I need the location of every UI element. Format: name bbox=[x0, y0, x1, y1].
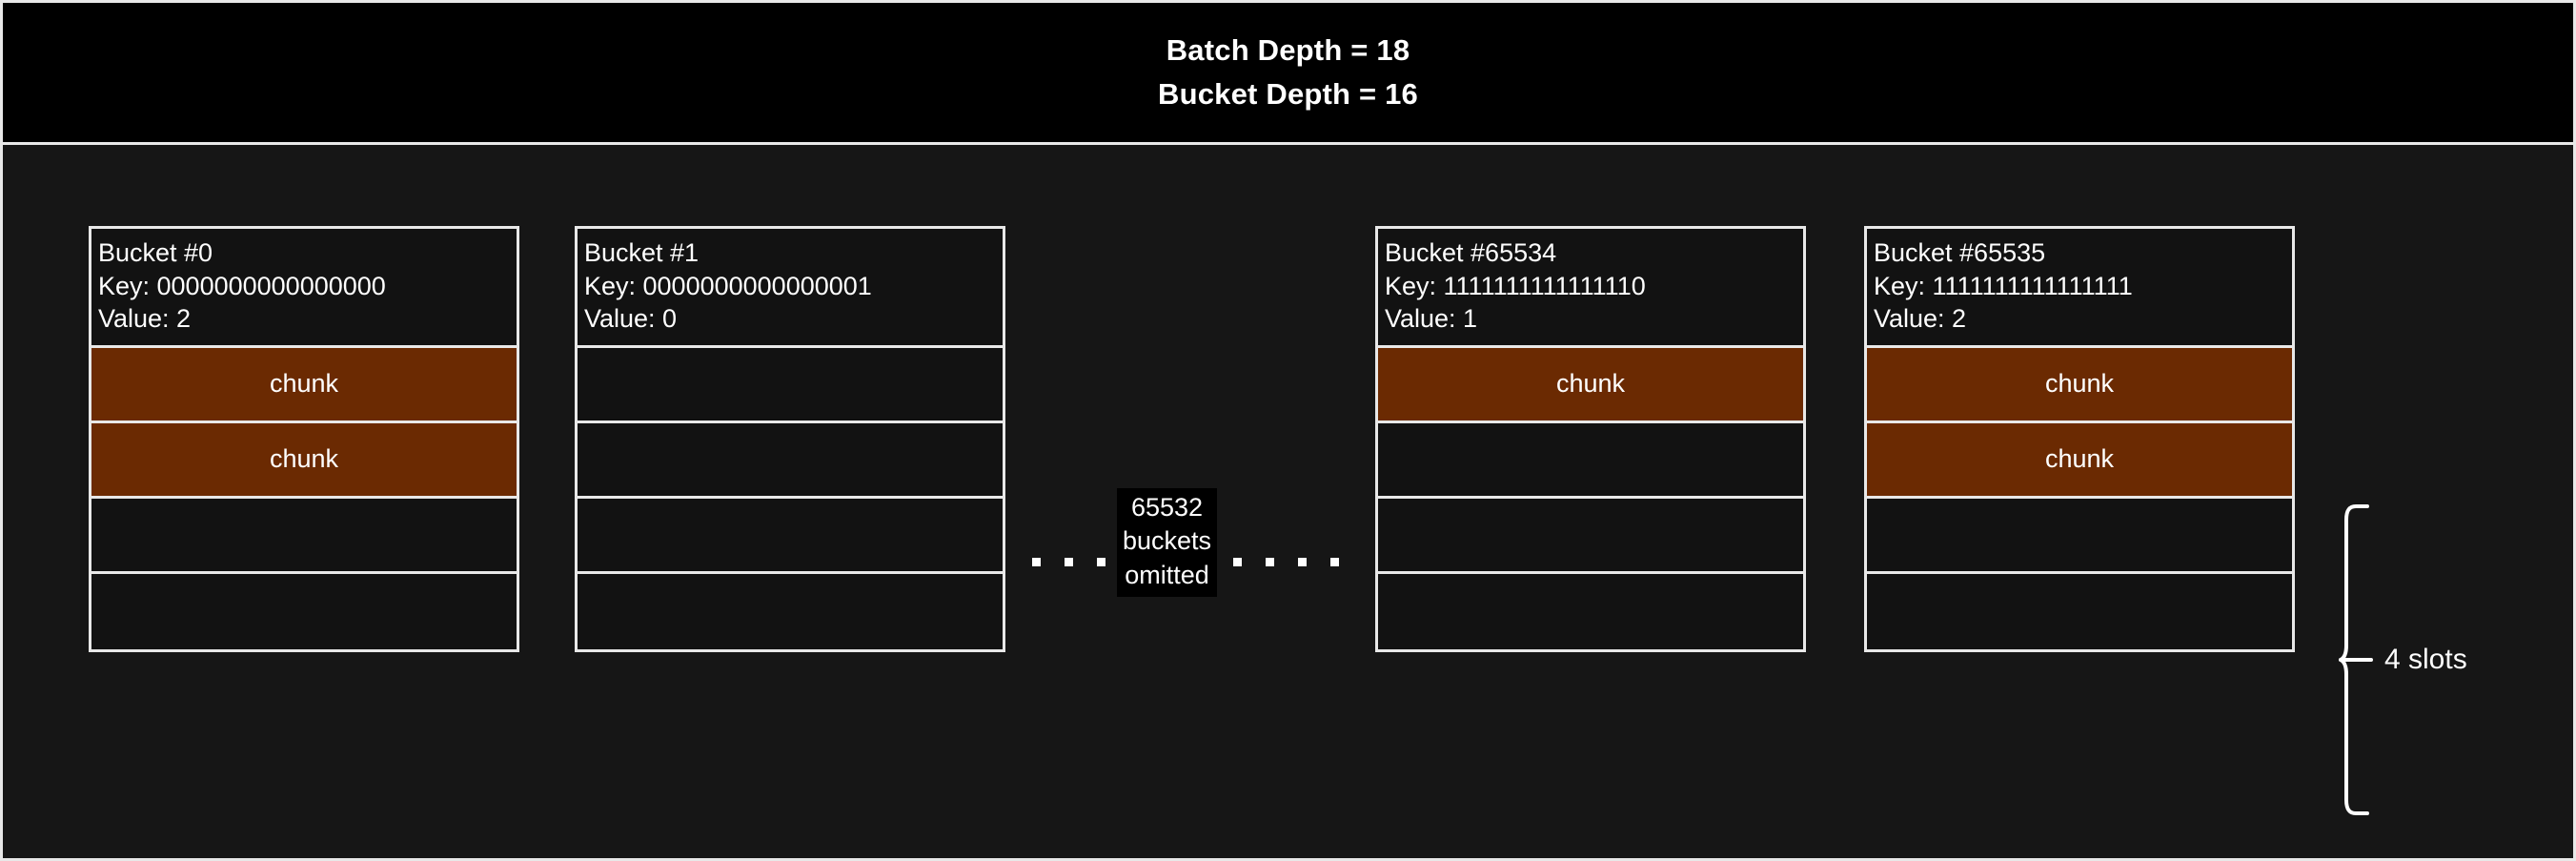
bucket-0-slot-1[interactable]: chunk bbox=[91, 422, 517, 499]
bucket-65534-slot-3[interactable] bbox=[1378, 573, 1803, 649]
bucket-1-slot-0[interactable] bbox=[578, 347, 1003, 423]
bucket-65535-header: Bucket #65535 Key: 1111111111111111 Valu… bbox=[1867, 229, 2292, 348]
buckets-panel: Bucket #0 Key: 0000000000000000 Value: 2… bbox=[0, 145, 2576, 861]
batch-depth-text: Batch Depth = 18 bbox=[1166, 33, 1410, 68]
dot-icon bbox=[1032, 558, 1041, 566]
bucket-0-slot-2[interactable] bbox=[91, 498, 517, 574]
bucket-65535-slot-3[interactable] bbox=[1867, 573, 2292, 649]
bucket-65535-slot-1[interactable]: chunk bbox=[1867, 422, 2292, 499]
dot-icon bbox=[1065, 558, 1073, 566]
bucket-0-slot-0[interactable]: chunk bbox=[91, 347, 517, 423]
bucket-1-slot-2[interactable] bbox=[578, 498, 1003, 574]
omitted-buckets-indicator: 65532 buckets omitted bbox=[1030, 488, 1345, 612]
bucket-0-title: Bucket #0 bbox=[98, 238, 213, 267]
bucket-65535[interactable]: Bucket #65535 Key: 1111111111111111 Valu… bbox=[1864, 226, 2295, 652]
omitted-label: 65532 buckets omitted bbox=[1117, 488, 1218, 598]
dot-icon bbox=[1097, 558, 1105, 566]
chunk-label: chunk bbox=[2044, 444, 2115, 474]
bucket-1[interactable]: Bucket #1 Key: 0000000000000001 Value: 0 bbox=[575, 226, 1005, 652]
slots-brace-annotation: 4 slots bbox=[2339, 498, 2558, 822]
bucket-0-value: Value: 2 bbox=[98, 304, 192, 334]
bucket-0[interactable]: Bucket #0 Key: 0000000000000000 Value: 2… bbox=[89, 226, 519, 652]
bucket-65534-value: Value: 1 bbox=[1385, 304, 1478, 334]
curly-brace-icon bbox=[2339, 504, 2373, 815]
bucket-65535-title: Bucket #65535 bbox=[1874, 238, 2046, 267]
bucket-65535-value: Value: 2 bbox=[1874, 304, 1967, 334]
chunk-label: chunk bbox=[1555, 369, 1626, 399]
bucket-0-key: Key: 0000000000000000 bbox=[98, 271, 386, 300]
bucket-1-slots bbox=[578, 347, 1003, 649]
bucket-65534-slot-1[interactable] bbox=[1378, 422, 1803, 499]
bucket-65535-key: Key: 1111111111111111 bbox=[1874, 271, 2133, 300]
bucket-0-slot-3[interactable] bbox=[91, 573, 517, 649]
bucket-0-header: Bucket #0 Key: 0000000000000000 Value: 2 bbox=[91, 229, 517, 348]
ellipsis-dots-right bbox=[1233, 558, 1339, 566]
bucket-0-slots: chunk chunk bbox=[91, 347, 517, 649]
depth-header: Batch Depth = 18 Bucket Depth = 16 bbox=[0, 0, 2576, 145]
bucket-depth-text: Bucket Depth = 16 bbox=[1157, 77, 1418, 111]
bucket-65534[interactable]: Bucket #65534 Key: 1111111111111110 Valu… bbox=[1375, 226, 1806, 652]
bucket-1-key: Key: 0000000000000001 bbox=[584, 271, 872, 300]
omitted-suffix: omitted bbox=[1125, 560, 1209, 589]
bucket-65534-slot-2[interactable] bbox=[1378, 498, 1803, 574]
dot-icon bbox=[1298, 558, 1307, 566]
slots-count-label: 4 slots bbox=[2384, 644, 2467, 675]
bucket-65534-slot-0[interactable]: chunk bbox=[1378, 347, 1803, 423]
bucket-1-title: Bucket #1 bbox=[584, 238, 700, 267]
bucket-65535-slot-2[interactable] bbox=[1867, 498, 2292, 574]
dot-icon bbox=[1330, 558, 1339, 566]
omitted-count: 65532 bbox=[1130, 493, 1204, 522]
bucket-65534-slots: chunk bbox=[1378, 347, 1803, 649]
omitted-word: buckets bbox=[1123, 526, 1212, 556]
bucket-65534-key: Key: 1111111111111110 bbox=[1385, 271, 1646, 300]
chunk-label: chunk bbox=[269, 444, 339, 474]
bucket-1-header: Bucket #1 Key: 0000000000000001 Value: 0 bbox=[578, 229, 1003, 348]
chunk-label: chunk bbox=[269, 369, 339, 399]
bucket-1-slot-3[interactable] bbox=[578, 573, 1003, 649]
dot-icon bbox=[1266, 558, 1274, 566]
bucket-1-slot-1[interactable] bbox=[578, 422, 1003, 499]
chunk-label: chunk bbox=[2044, 369, 2115, 399]
bucket-1-value: Value: 0 bbox=[584, 304, 678, 334]
bucket-65535-slots: chunk chunk bbox=[1867, 347, 2292, 649]
bucket-65534-title: Bucket #65534 bbox=[1385, 238, 1557, 267]
dot-icon bbox=[1233, 558, 1242, 566]
bucket-65534-header: Bucket #65534 Key: 1111111111111110 Valu… bbox=[1378, 229, 1803, 348]
bucket-65535-slot-0[interactable]: chunk bbox=[1867, 347, 2292, 423]
